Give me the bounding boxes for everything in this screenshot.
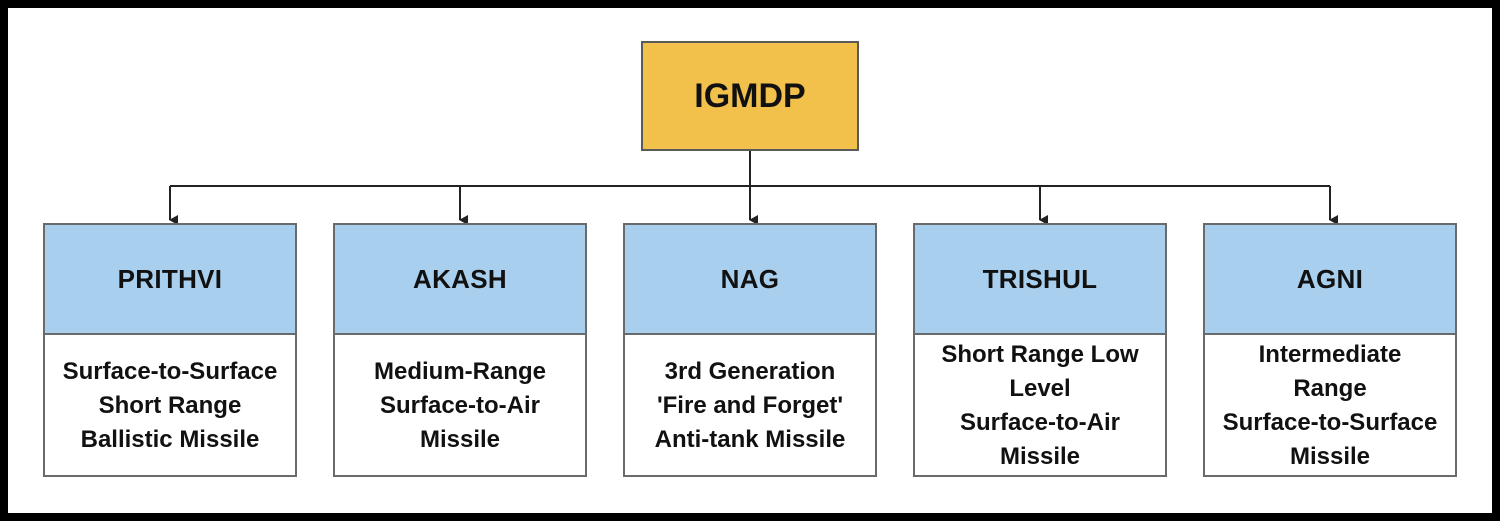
child-node-agni: AGNI Intermediate Range Surface-to-Surfa…: [1203, 223, 1457, 477]
child-node-nag: NAG 3rd Generation 'Fire and Forget' Ant…: [623, 223, 877, 477]
child-header: NAG: [625, 225, 875, 335]
child-description: 3rd Generation 'Fire and Forget' Anti-ta…: [654, 358, 846, 453]
child-node-akash: AKASH Medium-Range Surface-to-Air Missil…: [333, 223, 587, 477]
child-header: TRISHUL: [915, 225, 1165, 335]
child-header: PRITHVI: [45, 225, 295, 335]
child-header: AKASH: [335, 225, 585, 335]
child-header: AGNI: [1205, 225, 1455, 335]
child-description: Intermediate Range Surface-to-Surface Mi…: [1222, 341, 1438, 470]
child-node-prithvi: PRITHVI Surface-to-Surface Short Range B…: [43, 223, 297, 477]
child-description: Medium-Range Surface-to-Air Missile: [373, 358, 546, 453]
child-description: Surface-to-Surface Short Range Ballistic…: [62, 358, 278, 453]
child-node-trishul: TRISHUL Short Range Low Level Surface-to…: [913, 223, 1167, 477]
root-label: IGMDP: [694, 76, 806, 115]
child-description: Short Range Low Level Surface-to-Air Mis…: [941, 341, 1139, 470]
root-node-igmdp: IGMDP: [641, 41, 859, 151]
